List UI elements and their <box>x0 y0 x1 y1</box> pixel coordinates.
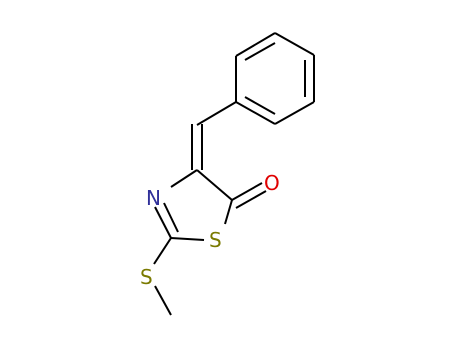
bond-carbonyl-b <box>235 190 267 209</box>
bond-benzene-inner-1 <box>244 42 276 61</box>
bond-benzene-5 <box>235 101 276 125</box>
benzene-ring <box>235 32 315 125</box>
bond-n3-c2-b <box>163 202 179 233</box>
atom-label-thioether-sulfur: S <box>140 265 153 289</box>
bond-phenyl-methine <box>196 101 237 126</box>
bond-c4-n3 <box>170 169 198 188</box>
atom-label-nitrogen: N <box>146 186 161 210</box>
bond-c2-s1 <box>170 237 205 241</box>
bond-c2-s-methyl <box>153 237 172 265</box>
bond-s-methyl-ch3 <box>154 285 172 316</box>
bond-c5-c4 <box>196 169 233 201</box>
bond-benzene-1 <box>235 32 276 57</box>
atom-label-ring-sulfur: S <box>209 228 222 252</box>
bond-benzene-2 <box>274 32 315 56</box>
bond-n3-c2-a <box>154 206 172 239</box>
bond-carbonyl-a <box>231 182 263 201</box>
bond-s1-c5 <box>224 199 233 225</box>
bond-benzene-4 <box>274 101 315 125</box>
bond-benzene-inner-3 <box>244 96 276 115</box>
thiazolone-ring <box>154 169 233 241</box>
atom-label-oxygen: O <box>264 171 280 195</box>
